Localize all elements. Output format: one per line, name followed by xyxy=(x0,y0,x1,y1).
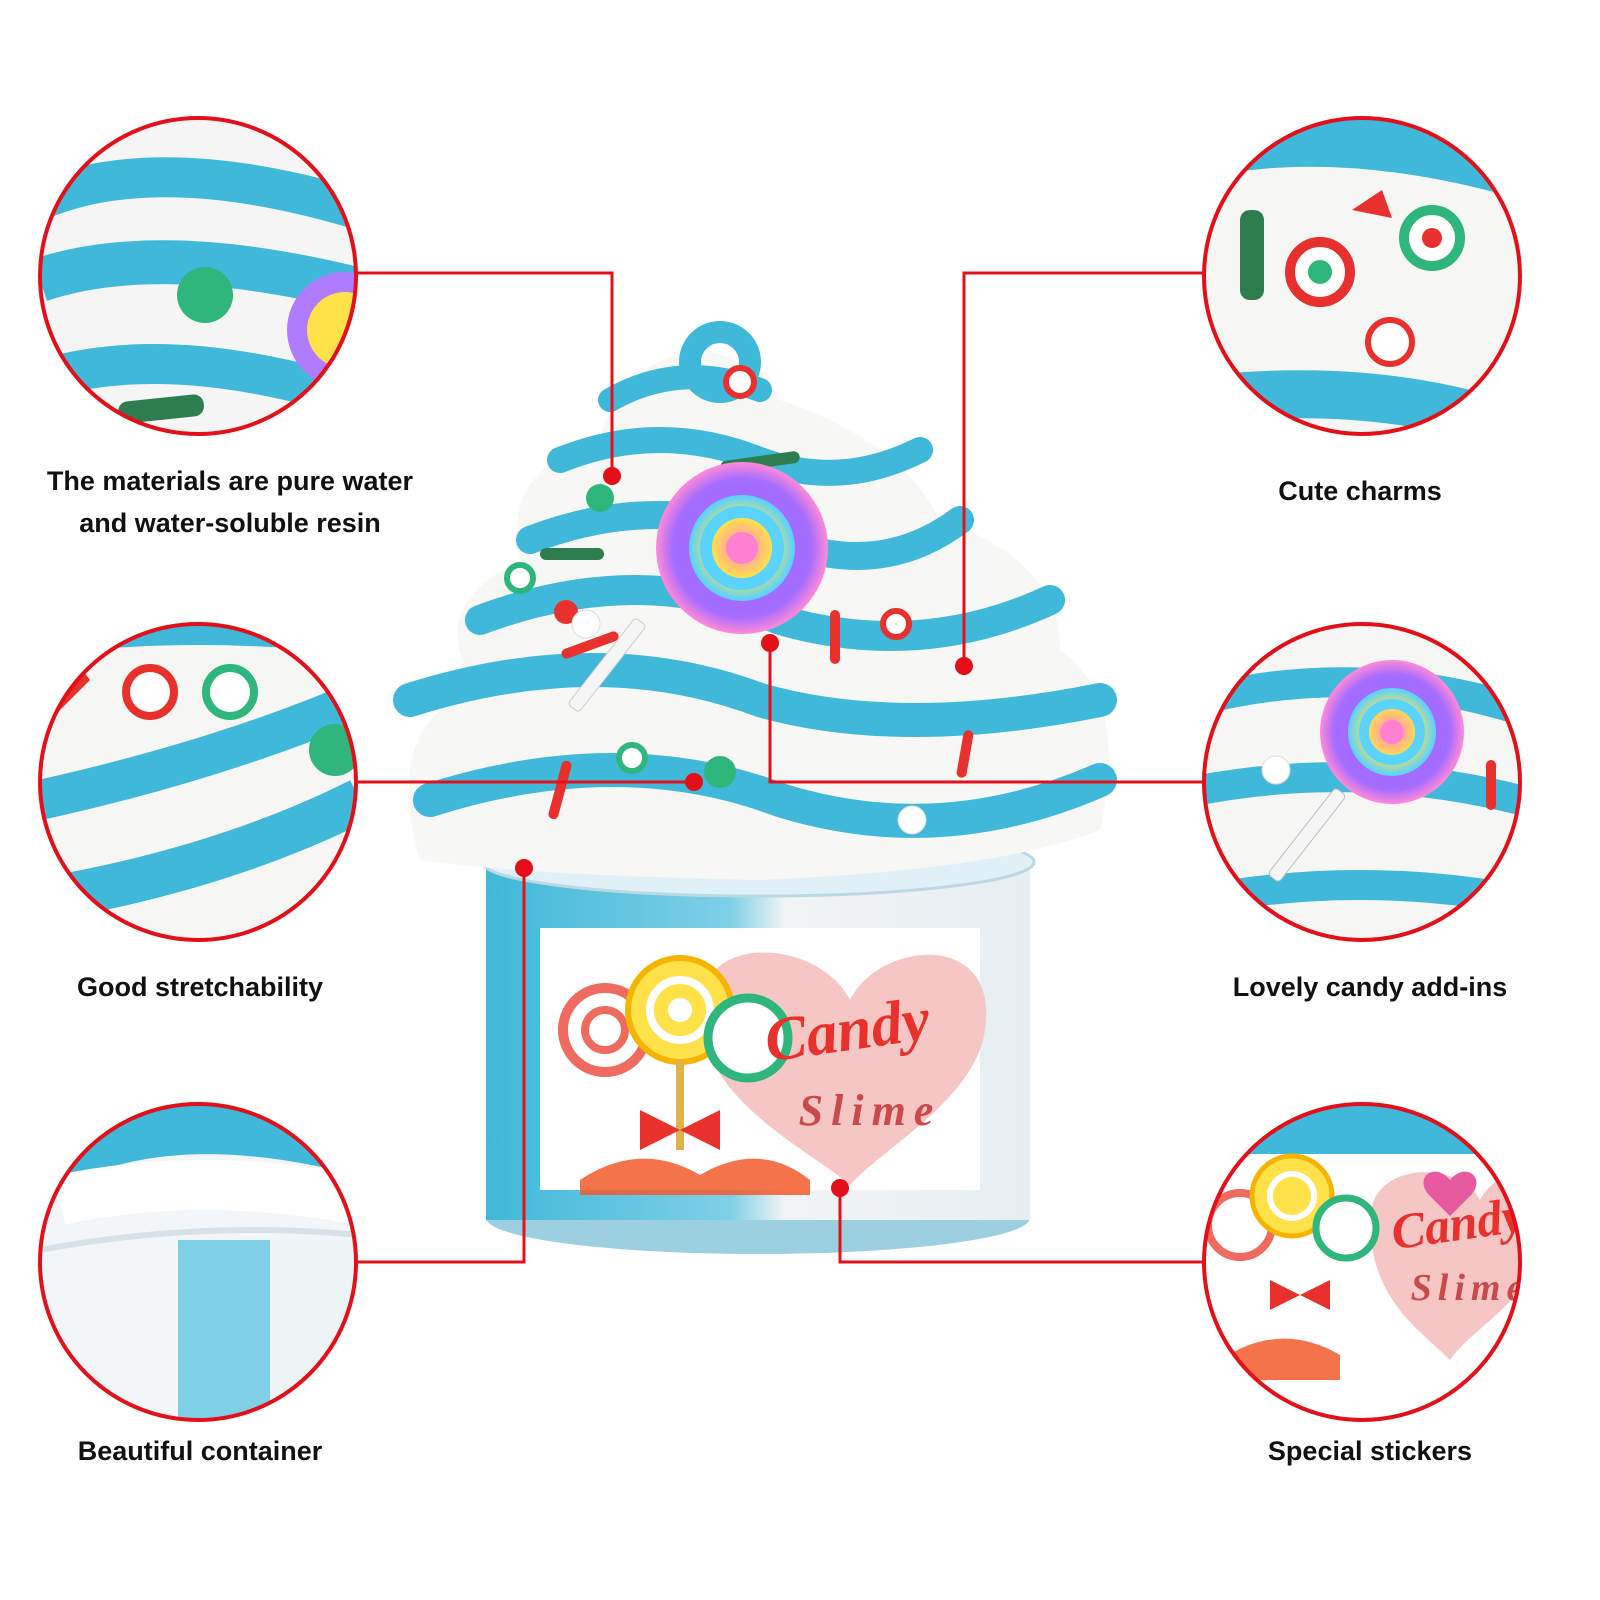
zoom-circle-container xyxy=(38,1102,358,1422)
caption-stickers: Special stickers xyxy=(1267,1436,1473,1466)
connector-materials xyxy=(356,271,614,476)
candy-slime-sticker: Candy Slime xyxy=(558,952,987,1195)
caption-materials: The materials are pure water and water-s… xyxy=(20,460,440,544)
zoom-circle-materials xyxy=(38,116,358,436)
zoom-circle-stretch xyxy=(38,622,358,942)
caption-materials-line1: The materials are pure water xyxy=(46,466,414,496)
zoomed-sticker-slime: Slime xyxy=(1411,1267,1530,1309)
slime-swirl-topping xyxy=(393,321,1117,880)
zoom-circle-candy xyxy=(1202,622,1522,942)
zoom-circle-charms xyxy=(1202,116,1522,436)
connector-charms xyxy=(962,271,1204,666)
lollipop-charm xyxy=(568,462,828,712)
caption-stretch: Good stretchability xyxy=(76,972,324,1002)
callout-connectors xyxy=(356,271,1204,1264)
connector-container xyxy=(356,868,526,1264)
caption-candy: Lovely candy add-ins xyxy=(1232,972,1508,1002)
zoom-circle-stickers: Candy Slime xyxy=(1202,1102,1530,1422)
caption-charms: Cute charms xyxy=(1278,476,1442,506)
sticker-title-slime: Slime xyxy=(799,1086,942,1135)
caption-container: Beautiful container xyxy=(77,1436,323,1466)
callout-dots xyxy=(515,467,973,1197)
caption-materials-line2: and water-soluble resin xyxy=(79,508,381,538)
slime-jar-product: Candy Slime xyxy=(393,321,1117,1254)
connector-candy xyxy=(768,643,1204,784)
connector-stickers xyxy=(838,1188,1204,1264)
